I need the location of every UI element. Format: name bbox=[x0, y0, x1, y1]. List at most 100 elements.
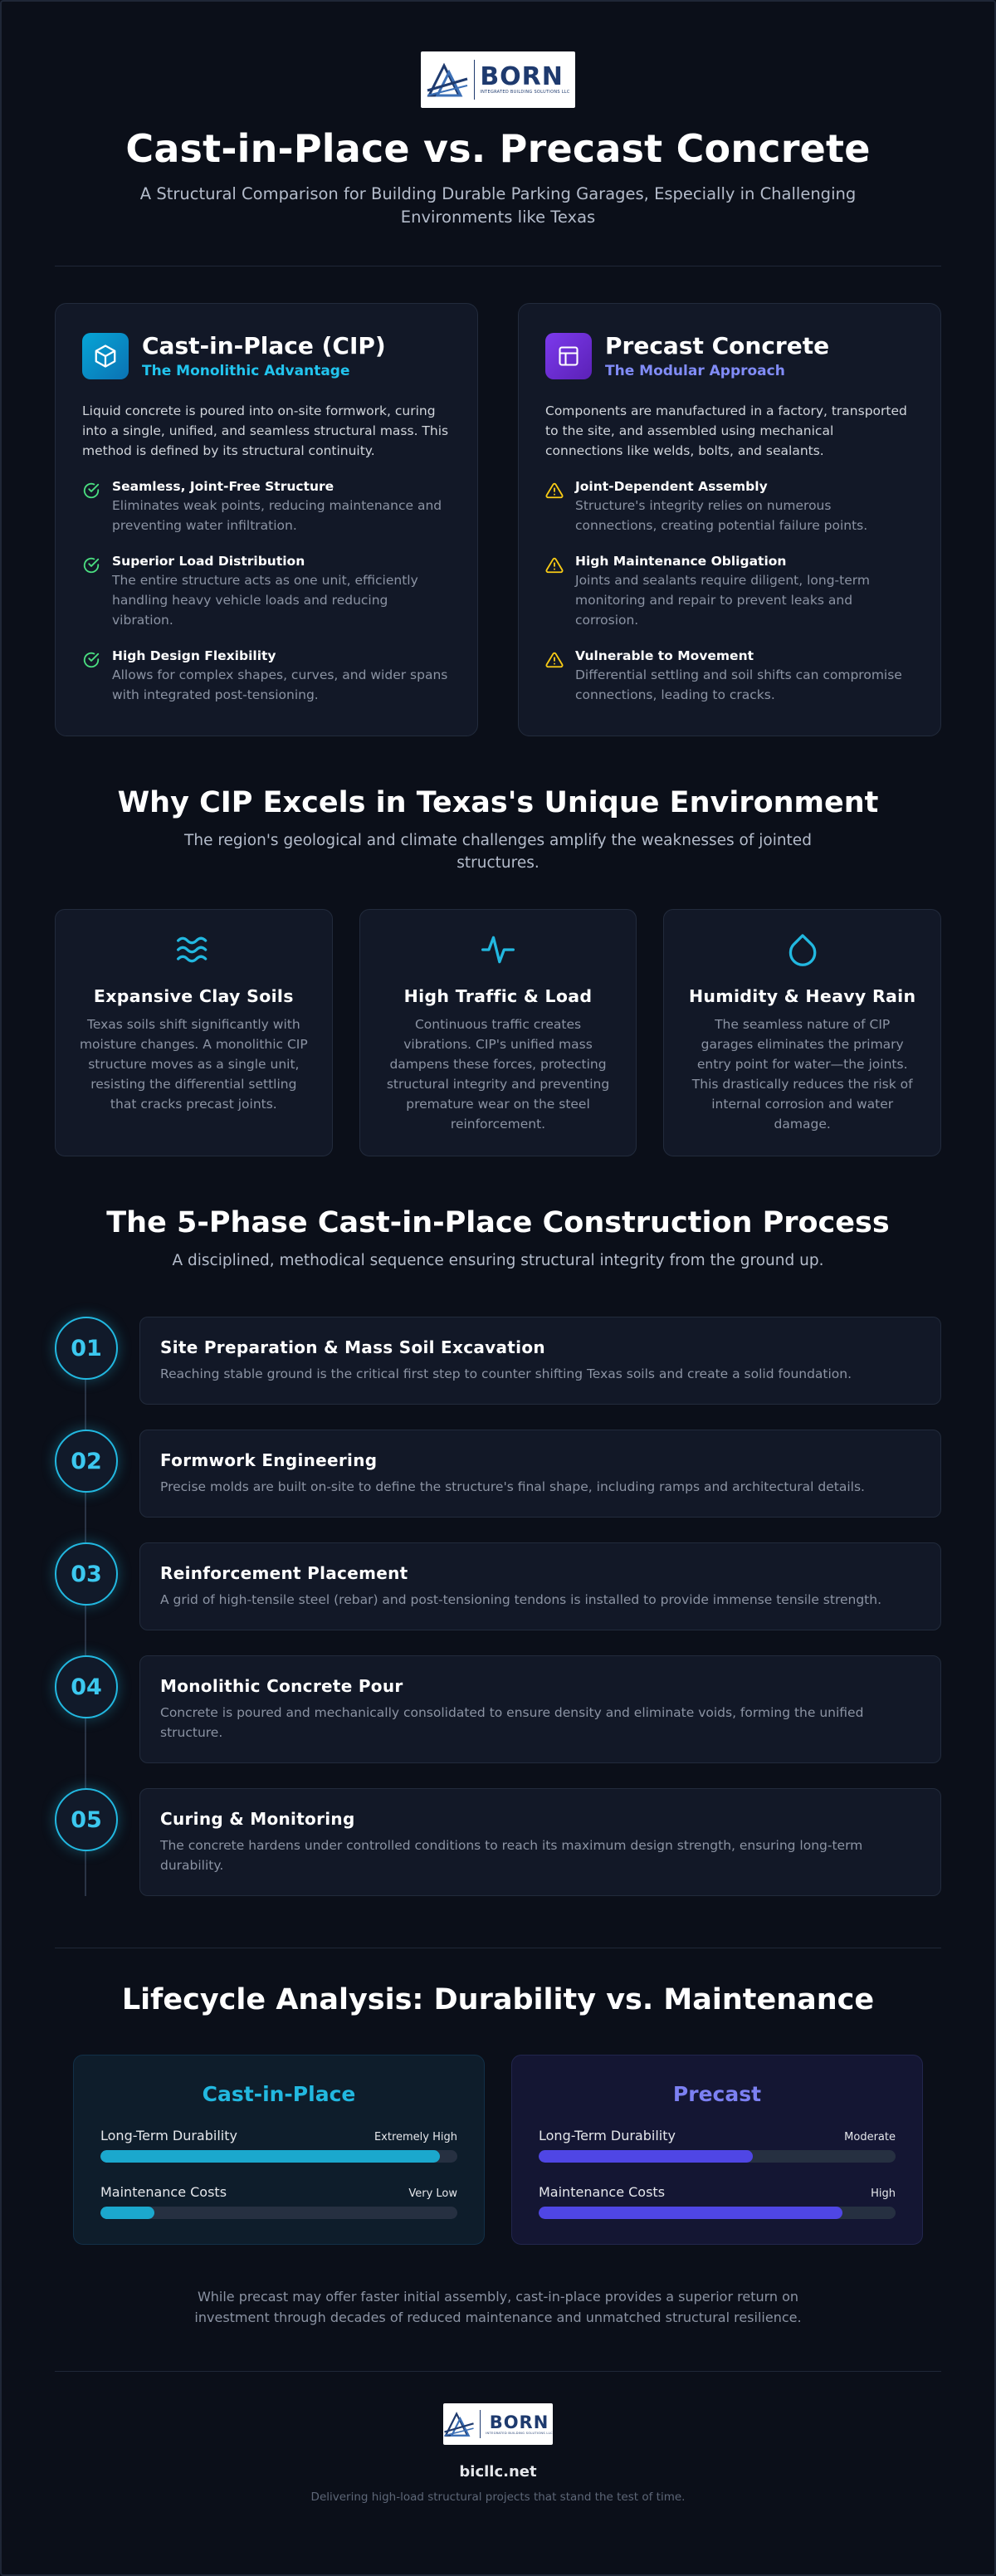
progress-fill bbox=[100, 2150, 440, 2163]
precast-card-description: Components are manufactured in a factory… bbox=[545, 403, 907, 458]
feature-text: The entire structure acts as one unit, e… bbox=[112, 573, 418, 628]
logo-wordmark: BORN bbox=[489, 2412, 549, 2432]
warning-triangle-icon bbox=[545, 557, 564, 574]
layout-icon bbox=[545, 332, 592, 379]
metric-value: High bbox=[871, 2187, 896, 2200]
born-logo-mark-icon bbox=[444, 2412, 475, 2437]
cip-card: Cast-in-Place (CIP) The Monolithic Advan… bbox=[55, 303, 478, 736]
precast-feature-item: Joint-Dependent Assembly Structure's int… bbox=[545, 479, 914, 535]
timeline-step: 02 Formwork Engineering Precise molds ar… bbox=[55, 1430, 941, 1518]
timeline-step: 03 Reinforcement Placement A grid of hig… bbox=[55, 1542, 941, 1630]
feature-text: Eliminates weak points, reducing mainten… bbox=[112, 498, 442, 533]
footer-logo: BORN INTEGRATED BUILDING SOLUTIONS LLC bbox=[443, 2403, 553, 2445]
cip-feature-item: High Design Flexibility Allows for compl… bbox=[82, 648, 451, 705]
footer-tagline: Delivering high-load structural projects… bbox=[310, 2490, 686, 2504]
metric-maintenance: Maintenance Costs Very Low bbox=[100, 2184, 457, 2219]
born-logo: BORN INTEGRATED BUILDING SOLUTIONS LLC bbox=[421, 51, 575, 108]
lifecycle-cards: Cast-in-Place Long-Term Durability Extre… bbox=[73, 2055, 923, 2245]
metric-value: Very Low bbox=[408, 2187, 457, 2200]
cip-card-title: Cast-in-Place (CIP) bbox=[142, 332, 386, 359]
feature-text: Joints and sealants require diligent, lo… bbox=[575, 573, 870, 628]
step-card: Curing & Monitoring The concrete hardens… bbox=[139, 1788, 941, 1896]
logo-separator bbox=[480, 2410, 481, 2438]
born-logo-mark-icon bbox=[427, 62, 468, 97]
env-card-text: The seamless nature of CIP garages elimi… bbox=[691, 1017, 913, 1132]
logo-tagline: INTEGRATED BUILDING SOLUTIONS LLC bbox=[486, 2432, 553, 2435]
env-card-text: Texas soils shift significantly with moi… bbox=[79, 1017, 308, 1112]
precast-card-tagline: The Modular Approach bbox=[605, 363, 785, 379]
timeline-step: 05 Curing & Monitoring The concrete hard… bbox=[55, 1788, 941, 1896]
step-title: Monolithic Concrete Pour bbox=[160, 1676, 403, 1696]
precast-feature-item: High Maintenance Obligation Joints and s… bbox=[545, 554, 914, 630]
logo-separator bbox=[474, 60, 476, 100]
metric-value: Moderate bbox=[844, 2131, 896, 2143]
section-divider bbox=[55, 2371, 941, 2372]
process-timeline: 01 Site Preparation & Mass Soil Excavati… bbox=[55, 1317, 941, 1896]
cip-feature-item: Seamless, Joint-Free Structure Eliminate… bbox=[82, 479, 451, 535]
step-text: The concrete hardens under controlled co… bbox=[160, 1838, 863, 1873]
check-circle-icon bbox=[83, 557, 100, 574]
cip-card-tagline: The Monolithic Advantage bbox=[142, 363, 350, 379]
activity-icon bbox=[481, 936, 515, 964]
step-number-badge: 02 bbox=[55, 1430, 118, 1493]
waves-icon bbox=[177, 936, 208, 963]
step-title: Site Preparation & Mass Soil Excavation bbox=[160, 1337, 545, 1357]
env-card-title: High Traffic & Load bbox=[403, 986, 593, 1006]
warning-triangle-icon bbox=[545, 482, 564, 499]
env-card-clay-soils: Expansive Clay Soils Texas soils shift s… bbox=[55, 909, 333, 1156]
process-subtitle: A disciplined, methodical sequence ensur… bbox=[172, 1252, 824, 1269]
lifecycle-card-title: Cast-in-Place bbox=[202, 2082, 356, 2106]
feature-text: Allows for complex shapes, curves, and w… bbox=[112, 667, 448, 702]
step-text: Precise molds are built on-site to defin… bbox=[160, 1479, 865, 1494]
lifecycle-card-title: Precast bbox=[672, 2082, 762, 2106]
footer-site-link[interactable]: bicllc.net bbox=[459, 2463, 537, 2481]
progress-track bbox=[100, 2150, 457, 2163]
step-card: Formwork Engineering Precise molds are b… bbox=[139, 1430, 941, 1518]
precast-card-title: Precast Concrete bbox=[605, 332, 830, 359]
env-card-title: Humidity & Heavy Rain bbox=[688, 986, 916, 1006]
lifecycle-title: Lifecycle Analysis: Durability vs. Maint… bbox=[121, 1983, 875, 2016]
cube-icon bbox=[82, 332, 129, 379]
cip-feature-item: Superior Load Distribution The entire st… bbox=[82, 554, 451, 630]
lifecycle-conclusion: While precast may offer faster initial a… bbox=[194, 2289, 802, 2325]
precast-card: Precast Concrete The Modular Approach Co… bbox=[518, 303, 941, 736]
metric-label: Long-Term Durability bbox=[100, 2128, 237, 2143]
check-circle-icon bbox=[83, 652, 100, 668]
precast-feature-item: Vulnerable to Movement Differential sett… bbox=[545, 648, 914, 705]
step-card: Reinforcement Placement A grid of high-t… bbox=[139, 1542, 941, 1630]
metric-durability: Long-Term Durability Moderate bbox=[539, 2128, 896, 2163]
feature-title: Joint-Dependent Assembly bbox=[575, 479, 768, 494]
feature-title: High Maintenance Obligation bbox=[575, 554, 787, 569]
metric-label: Long-Term Durability bbox=[539, 2128, 676, 2143]
step-card: Monolithic Concrete Pour Concrete is pou… bbox=[139, 1655, 941, 1763]
progress-fill bbox=[539, 2207, 842, 2219]
timeline-line bbox=[85, 1350, 86, 1896]
step-number-badge: 01 bbox=[55, 1317, 118, 1380]
feature-text: Differential settling and soil shifts ca… bbox=[575, 667, 902, 702]
step-text: Concrete is poured and mechanically cons… bbox=[160, 1705, 864, 1740]
logo-tagline: INTEGRATED BUILDING SOLUTIONS LLC bbox=[480, 90, 570, 95]
metric-label: Maintenance Costs bbox=[539, 2184, 666, 2200]
step-number-badge: 05 bbox=[55, 1788, 118, 1851]
comparison-section: Cast-in-Place (CIP) The Monolithic Advan… bbox=[55, 303, 941, 736]
timeline-step: 01 Site Preparation & Mass Soil Excavati… bbox=[55, 1317, 941, 1405]
progress-track bbox=[539, 2207, 896, 2219]
lifecycle-card-cip: Cast-in-Place Long-Term Durability Extre… bbox=[73, 2055, 485, 2245]
process-title: The 5-Phase Cast-in-Place Construction P… bbox=[106, 1206, 890, 1239]
timeline-step: 04 Monolithic Concrete Pour Concrete is … bbox=[55, 1655, 941, 1763]
progress-track bbox=[539, 2150, 896, 2163]
feature-title: Seamless, Joint-Free Structure bbox=[112, 479, 334, 494]
step-text: A grid of high-tensile steel (rebar) and… bbox=[160, 1592, 882, 1607]
feature-text: Structure's integrity relies on numerous… bbox=[575, 498, 868, 533]
progress-track bbox=[100, 2207, 457, 2219]
check-circle-icon bbox=[83, 482, 100, 499]
environment-title: Why CIP Excels in Texas's Unique Environ… bbox=[117, 786, 879, 819]
droplet-icon bbox=[788, 934, 817, 966]
env-card-text: Continuous traffic creates vibrations. C… bbox=[386, 1017, 610, 1132]
metric-label: Maintenance Costs bbox=[100, 2184, 227, 2200]
step-text: Reaching stable ground is the critical f… bbox=[160, 1366, 852, 1381]
step-title: Curing & Monitoring bbox=[160, 1809, 355, 1829]
step-title: Reinforcement Placement bbox=[160, 1563, 408, 1583]
page-subtitle: A Structural Comparison for Building Dur… bbox=[139, 184, 857, 227]
